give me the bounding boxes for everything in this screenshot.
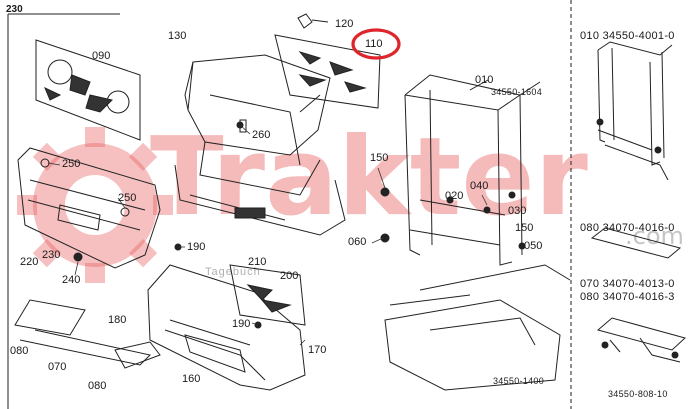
callout-190-upper: 190 xyxy=(187,241,206,253)
callout-180: 180 xyxy=(108,314,127,326)
callout-120: 120 xyxy=(335,18,354,30)
gasket-plate-090 xyxy=(35,39,141,141)
callout-250-upper: 250 xyxy=(62,158,81,170)
callout-34550-1400: 34550-1400 xyxy=(493,376,545,386)
legend-frame-drawing xyxy=(596,41,673,181)
diagram-id: 230 xyxy=(6,4,23,15)
callout-160: 160 xyxy=(182,373,201,385)
legend-row-080-b: 080 34070-4016-3 xyxy=(580,291,675,303)
callout-260: 260 xyxy=(252,129,271,141)
callout-110[interactable]: 110 xyxy=(365,38,383,50)
callout-150-lower: 150 xyxy=(515,222,534,234)
callout-250-lower: 250 xyxy=(118,192,137,204)
highlight-ring xyxy=(351,28,401,60)
lower-frame-1400 xyxy=(384,264,571,391)
frame-bracket-010 xyxy=(404,74,541,266)
rear-panel-110 xyxy=(274,34,381,109)
callout-080-bottom: 080 xyxy=(88,380,107,392)
callout-080-left: 080 xyxy=(10,345,29,357)
hood-130 xyxy=(184,54,331,196)
watermark-tagline: Tagebuch xyxy=(205,266,261,278)
base-plates-070-080 xyxy=(14,299,161,369)
fasteners xyxy=(73,121,526,329)
callout-200: 200 xyxy=(280,270,299,282)
callout-090: 090 xyxy=(92,50,111,62)
callout-070: 070 xyxy=(48,361,67,373)
callout-060: 060 xyxy=(348,236,367,248)
callout-040: 040 xyxy=(470,180,489,192)
lower-bumper-160 xyxy=(147,264,306,391)
leader-lines xyxy=(47,124,488,346)
legend-plate-080-drawing xyxy=(590,227,682,259)
clip-120 xyxy=(297,13,329,29)
front-bezel xyxy=(174,164,346,236)
legend-row-070: 070 34070-4013-0 xyxy=(580,278,675,290)
legend-bracket-070-drawing xyxy=(596,317,687,363)
legend-row-080-a: 080 34070-4016-0 xyxy=(580,222,675,234)
callout-240: 240 xyxy=(62,274,81,286)
callout-010-code: 34550-1604 xyxy=(491,87,543,97)
callout-220: 220 xyxy=(20,256,39,268)
callout-210: 210 xyxy=(248,256,267,268)
legend-footer-code: 34550-808-10 xyxy=(608,389,668,399)
callout-030: 030 xyxy=(508,205,527,217)
callout-130: 130 xyxy=(168,30,187,42)
plate-200 xyxy=(229,264,306,326)
callout-170: 170 xyxy=(308,344,327,356)
callout-230: 230 xyxy=(42,249,61,261)
callout-050: 050 xyxy=(524,240,543,252)
legend-row-010: 010 34550-4001-0 xyxy=(580,30,675,42)
grille-250 xyxy=(17,147,161,269)
callout-010: 010 xyxy=(475,74,494,86)
watermark-brand: Trakter xyxy=(150,115,588,240)
callout-150-upper: 150 xyxy=(370,152,389,164)
callout-020: 020 xyxy=(445,190,464,202)
callout-190-lower: 190 xyxy=(232,318,251,330)
